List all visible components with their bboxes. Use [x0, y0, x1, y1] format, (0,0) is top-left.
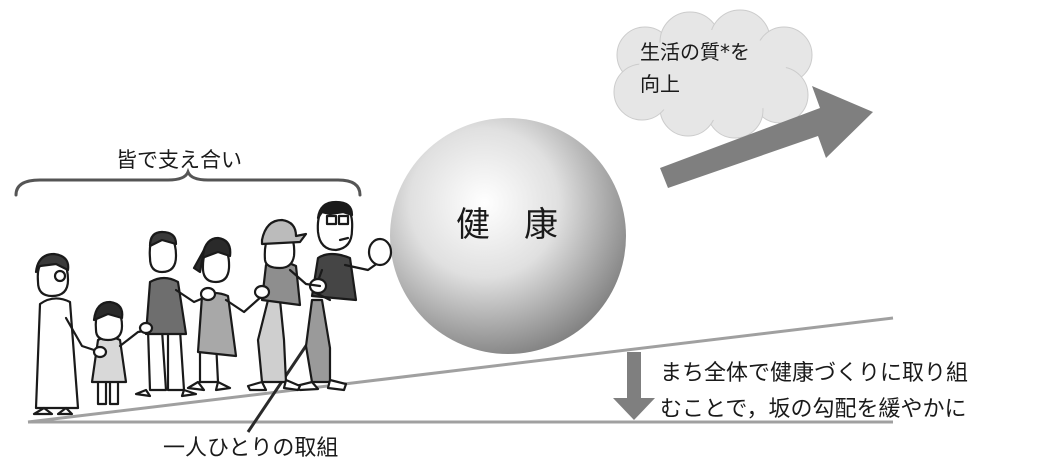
- person-tall-man: [134, 230, 217, 398]
- health-label: 健 康: [456, 205, 558, 245]
- improvement-arrow: [660, 86, 873, 188]
- quality-of-life-label: 生活の質*を 向上: [640, 36, 750, 100]
- person-glasses-man: [294, 200, 393, 392]
- person-older-woman: [32, 252, 108, 416]
- gentler-slope-down-arrow: [613, 352, 655, 420]
- support-brace: [14, 167, 362, 197]
- slope-caption-line2: むことで，坂の勾配を緩やかに: [660, 397, 967, 422]
- quality-of-life-cloud: [613, 9, 813, 139]
- person-girl: [90, 300, 154, 406]
- slope-caption-line1: まち全体で健康づくりに取り組: [660, 361, 969, 386]
- person-ponytail-woman: [186, 236, 271, 392]
- slope-line: [27, 316, 894, 424]
- health-ball: [390, 118, 626, 354]
- person-cap-boy: [246, 218, 322, 392]
- support-label: 皆で支え合い: [116, 148, 242, 172]
- quality-of-life-line1: 生活の質*を: [640, 40, 750, 64]
- quality-of-life-line2: 向上: [640, 72, 680, 96]
- individual-effort-label: 一人ひとりの取組: [163, 436, 339, 461]
- people-group: [32, 200, 393, 416]
- slope-caption: まち全体で健康づくりに取り組 むことで，坂の勾配を緩やかに: [660, 356, 968, 428]
